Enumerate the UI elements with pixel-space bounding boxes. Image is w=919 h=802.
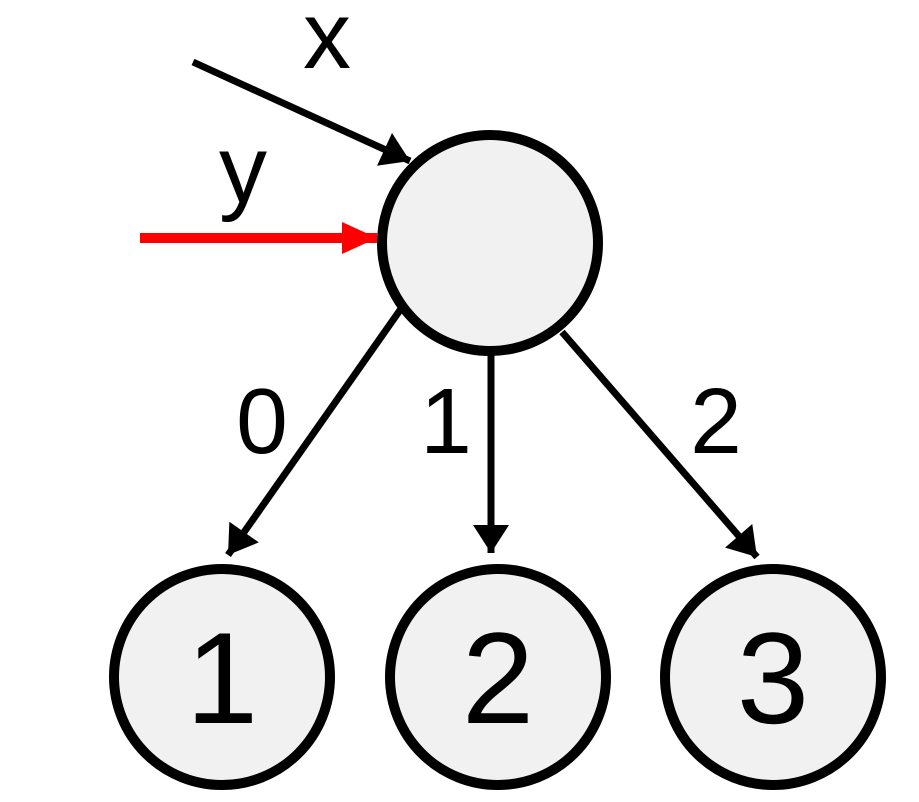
branch-edge-0-label: 0 bbox=[236, 369, 288, 473]
input-arrow-x-label: x bbox=[303, 0, 351, 89]
branch-edge-2 bbox=[559, 329, 760, 560]
nodes: 1 2 3 bbox=[109, 130, 886, 790]
child-node-3-label: 3 bbox=[737, 605, 809, 751]
input-arrow-x bbox=[191, 58, 412, 166]
input-arrows: x y bbox=[140, 0, 412, 254]
child-node-2 bbox=[385, 564, 611, 790]
child-node-3 bbox=[660, 564, 886, 790]
child-node-1-label: 1 bbox=[186, 605, 258, 751]
child-node-1 bbox=[109, 564, 335, 790]
root-node bbox=[377, 130, 603, 356]
input-arrow-y-label: y bbox=[219, 116, 267, 223]
branch-edge-0 bbox=[225, 300, 408, 558]
branch-edges: 0 1 2 bbox=[225, 300, 760, 560]
branch-edge-2-label: 2 bbox=[690, 369, 742, 473]
child-node-2-label: 2 bbox=[462, 605, 534, 751]
branch-edge-1-label: 1 bbox=[420, 369, 472, 473]
